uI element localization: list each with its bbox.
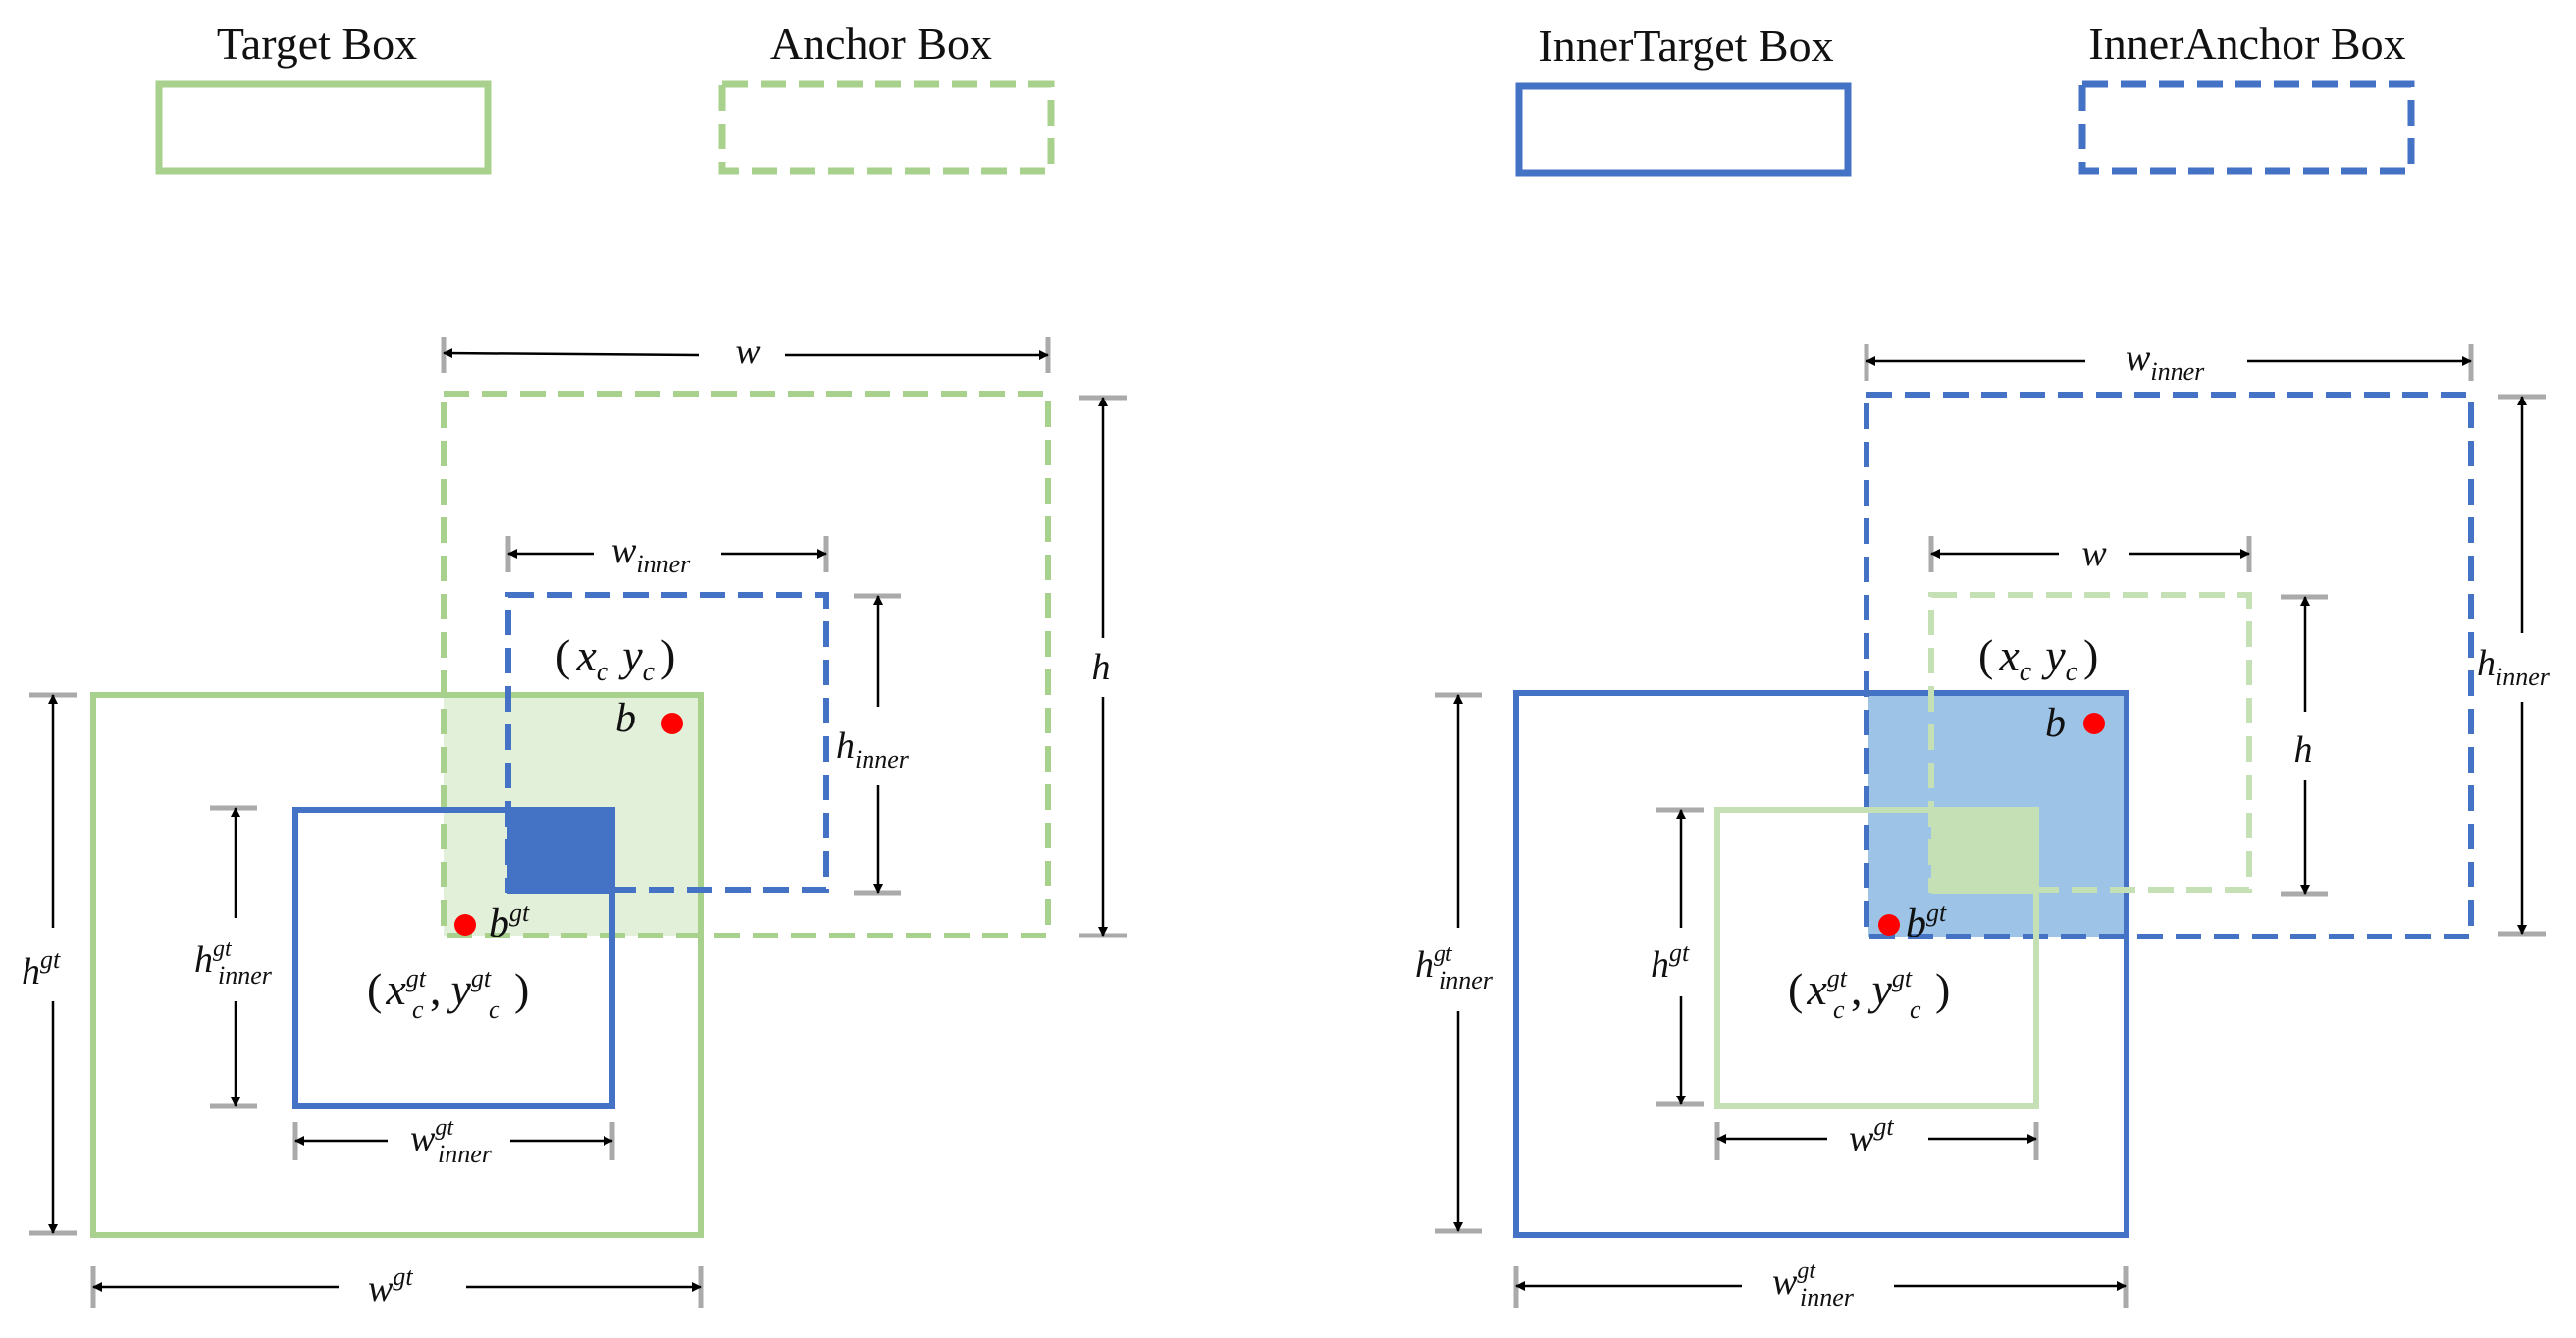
right-label-w-inner: winner (2126, 338, 2205, 386)
right-diagram: winner hinner w h (1415, 338, 2550, 1311)
label-b: b (615, 696, 636, 741)
right-dim-h: h (2281, 594, 2328, 897)
left-dim-w: w (441, 331, 1051, 373)
label-w: w (735, 331, 761, 372)
right-label-h-gt: hgt (1651, 938, 1690, 986)
label-w-inner: winner (611, 530, 691, 578)
right-dim-w-inner: winner (1864, 338, 2474, 386)
left-dim-w-inner: winner (505, 530, 829, 578)
left-inner-anchor-box (505, 592, 829, 893)
legend-target-box-swatch (155, 80, 492, 175)
right-dim-w: w (1928, 533, 2252, 574)
label-h: h (1092, 647, 1111, 688)
legend-inner-target-box-swatch (1515, 82, 1852, 177)
legend-inner-target-box-label: InnerTarget Box (1538, 21, 1833, 71)
right-label-b-gt: bgt (1906, 898, 1947, 946)
right-target-center-point (1878, 914, 1900, 936)
right-dim-h-gt: hgt (1651, 807, 1704, 1107)
legend-anchor-box-swatch (718, 80, 1055, 175)
left-target-box (90, 692, 704, 1238)
left-target-center-point (454, 914, 476, 936)
left-anchor-center-point (661, 713, 683, 734)
label-h-gt: hgt (22, 945, 61, 992)
left-diagram: w h winner hinner (22, 331, 1127, 1310)
left-inner-intersection-area (507, 808, 615, 894)
label-b-gt: bgt (489, 898, 530, 946)
left-inner-target-box (292, 807, 615, 1109)
left-dim-h-gt: hgt (22, 692, 77, 1236)
left-dim-h: h (1079, 395, 1127, 938)
right-anchor-center-point (2083, 713, 2105, 734)
label-w-gt: wgt (368, 1262, 413, 1310)
right-target-box (1714, 807, 2039, 1109)
right-dim-w-gt: wgt (1714, 1112, 2039, 1160)
left-dim-h-inner: hinner (836, 593, 910, 896)
right-label-h-inner: hinner (2477, 643, 2550, 691)
right-label-h: h (2294, 729, 2313, 771)
left-dim-w-gt: wgt (90, 1262, 704, 1310)
legend-inner-anchor-box-swatch (2078, 80, 2415, 175)
legend-anchor-box-label: Anchor Box (770, 19, 992, 69)
right-label-w-gt: wgt (1849, 1112, 1894, 1159)
right-label-b: b (2045, 701, 2066, 746)
legend: Target Box Anchor Box InnerTarget Box In… (155, 19, 2415, 177)
legend-target-box-label: Target Box (217, 19, 417, 69)
right-anchor-box (1928, 592, 2252, 893)
right-inner-target-box (1513, 690, 2129, 1238)
label-h-inner: hinner (836, 725, 910, 774)
right-intersection-area (1931, 808, 2038, 894)
right-label-w: w (2081, 533, 2107, 574)
right-dim-h-inner: hinner (2477, 394, 2550, 937)
legend-inner-anchor-box-label: InnerAnchor Box (2088, 19, 2405, 69)
